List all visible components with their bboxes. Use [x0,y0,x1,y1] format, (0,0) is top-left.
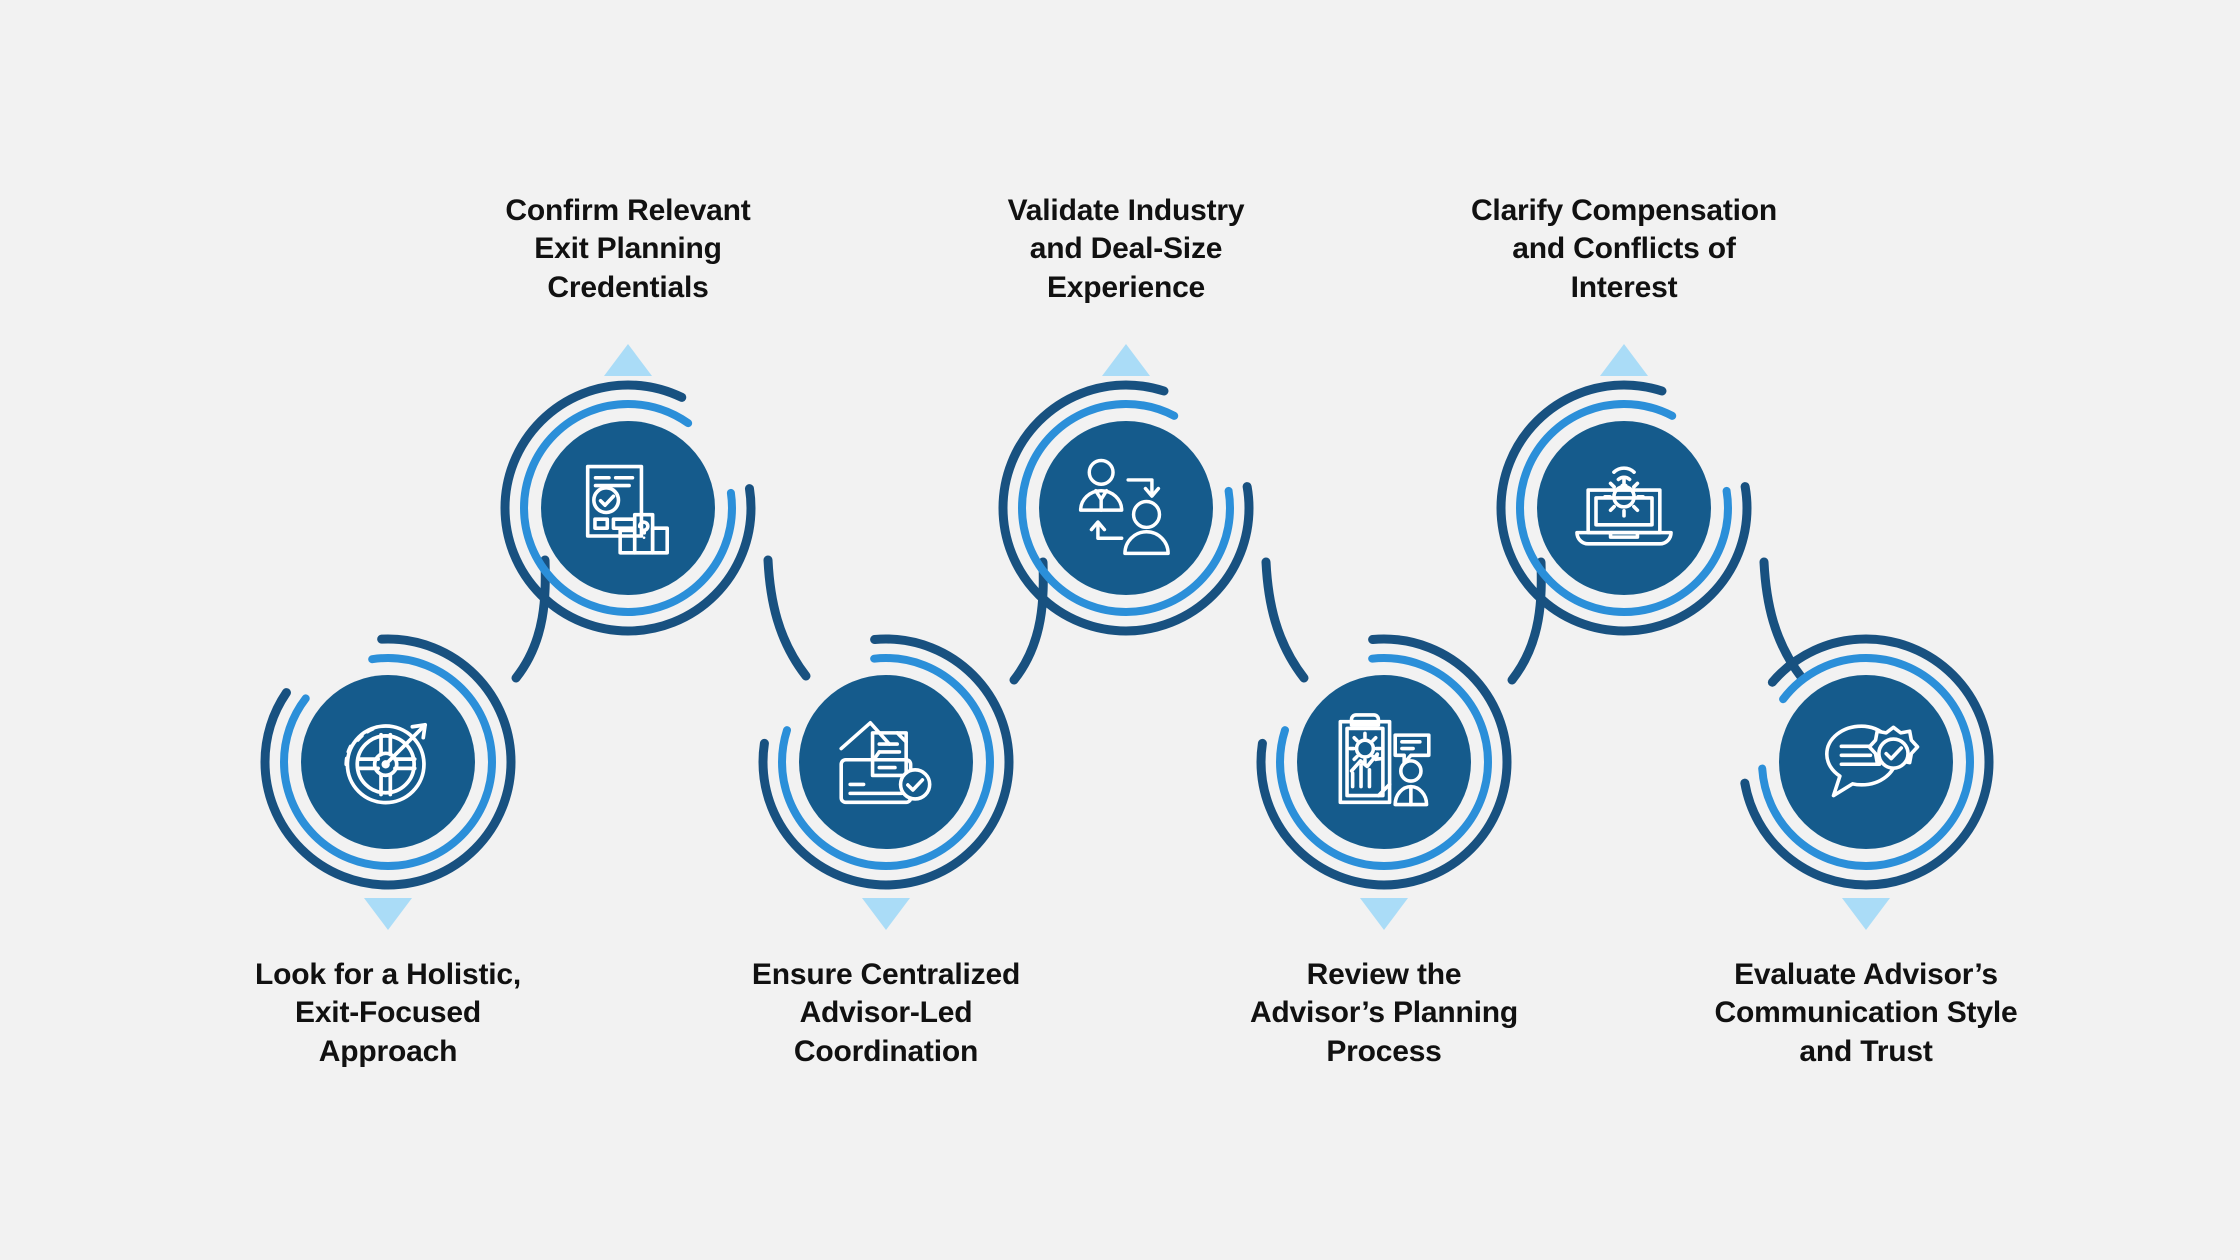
badge-step-7[interactable] [1738,634,1994,890]
marker-step-4-triangle-up [1102,344,1150,376]
marker-step-7-triangle-down [1842,898,1890,930]
marker-step-2-triangle-up [604,344,652,376]
badge-4-disc [1039,421,1213,595]
step-2-label: Confirm Relevant Exit Planning Credentia… [505,194,751,304]
badge-5-outer-ring [1256,634,1512,890]
marker-step-6-triangle-up [1600,344,1648,376]
target-arrow-icon [344,723,427,805]
badge-step-5[interactable] [1256,634,1512,890]
badge-step-4[interactable] [998,380,1254,636]
badge-6-outer-ring [1496,380,1752,636]
badge-7-accent-ring [1758,654,1974,870]
badge-5-accent-ring [1276,654,1492,870]
connector-4-5 [1261,557,1309,683]
badge-step-3[interactable] [758,634,1014,890]
badge-2-outer-ring [500,380,756,636]
step-markers [364,344,1890,930]
badge-2-accent-ring [520,400,736,616]
badge-4-accent-ring [1018,400,1234,616]
badge-7-outer-ring [1738,634,1994,890]
badge-step-6[interactable] [1496,380,1752,636]
step-6-label: Clarify Compensation and Conflicts of In… [1470,194,1778,304]
badge-1-accent-ring [280,654,496,870]
badge-6-accent-ring [1516,400,1732,616]
badge-7-disc [1779,675,1953,849]
marker-step-5-triangle-down [1360,898,1408,930]
step-7-label: Evaluate Advisor’s Communication Style a… [1714,958,2018,1068]
marker-step-3-triangle-down [862,898,910,930]
step-1-label: Look for a Holistic, Exit-Focused Approa… [254,958,522,1068]
badge-3-outer-ring [758,634,1014,890]
step-5-label: Review the Advisor’s Planning Process [1249,958,1519,1068]
badge-3-disc [799,675,973,849]
connector-2-3 [763,555,811,681]
step-4-label: Validate Industry and Deal-Size Experien… [1007,194,1245,304]
badge-step-2[interactable] [500,380,756,636]
badge-step-1[interactable] [260,634,516,890]
marker-step-1-triangle-down [364,898,412,930]
badge-2-disc [541,421,715,595]
badge-3-accent-ring [778,654,994,870]
badge-1-outer-ring [260,634,516,890]
badge-4-outer-ring [998,380,1254,636]
step-3-label: Ensure Centralized Advisor-Led Coordinat… [751,958,1021,1068]
